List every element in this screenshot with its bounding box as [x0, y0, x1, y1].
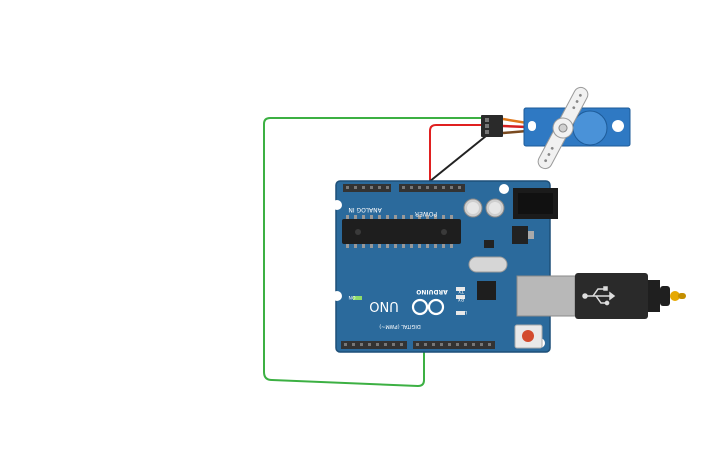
model-label: UNO: [369, 298, 398, 313]
on-label: ON: [349, 294, 356, 300]
usb-cable[interactable]: [516, 273, 686, 319]
microcontroller-chip: [342, 219, 461, 244]
digital-header-low[interactable]: [341, 341, 407, 349]
wire-ground[interactable]: [423, 135, 487, 187]
rx-label: RX: [458, 296, 464, 302]
servo-horn[interactable]: [533, 84, 593, 173]
digital-header-high[interactable]: [413, 341, 495, 349]
servo-motor[interactable]: [481, 84, 631, 173]
power-led: [353, 296, 362, 300]
crystal: [468, 256, 508, 273]
l-label: L: [464, 309, 467, 315]
power-header[interactable]: [399, 184, 465, 192]
usb-icon: [582, 286, 616, 306]
infinity-logo-icon: [411, 298, 445, 316]
tx-label: TX: [458, 288, 465, 294]
servo-connector[interactable]: [481, 115, 503, 137]
wire-signal[interactable]: [263, 117, 484, 388]
brand-label: ARDUINO: [416, 288, 447, 295]
wire-power-5v[interactable]: [429, 124, 484, 186]
analog-header[interactable]: [343, 184, 391, 192]
arduino-uno-board[interactable]: POWER ANALOG IN ARDUINO UNO DIGITAL (PWM…: [332, 180, 558, 353]
power-label: POWER: [415, 210, 437, 217]
digital-label: DIGITAL (PWM~): [379, 323, 421, 329]
usb-port: [516, 275, 576, 317]
analog-in-label: ANALOG IN: [348, 206, 381, 213]
